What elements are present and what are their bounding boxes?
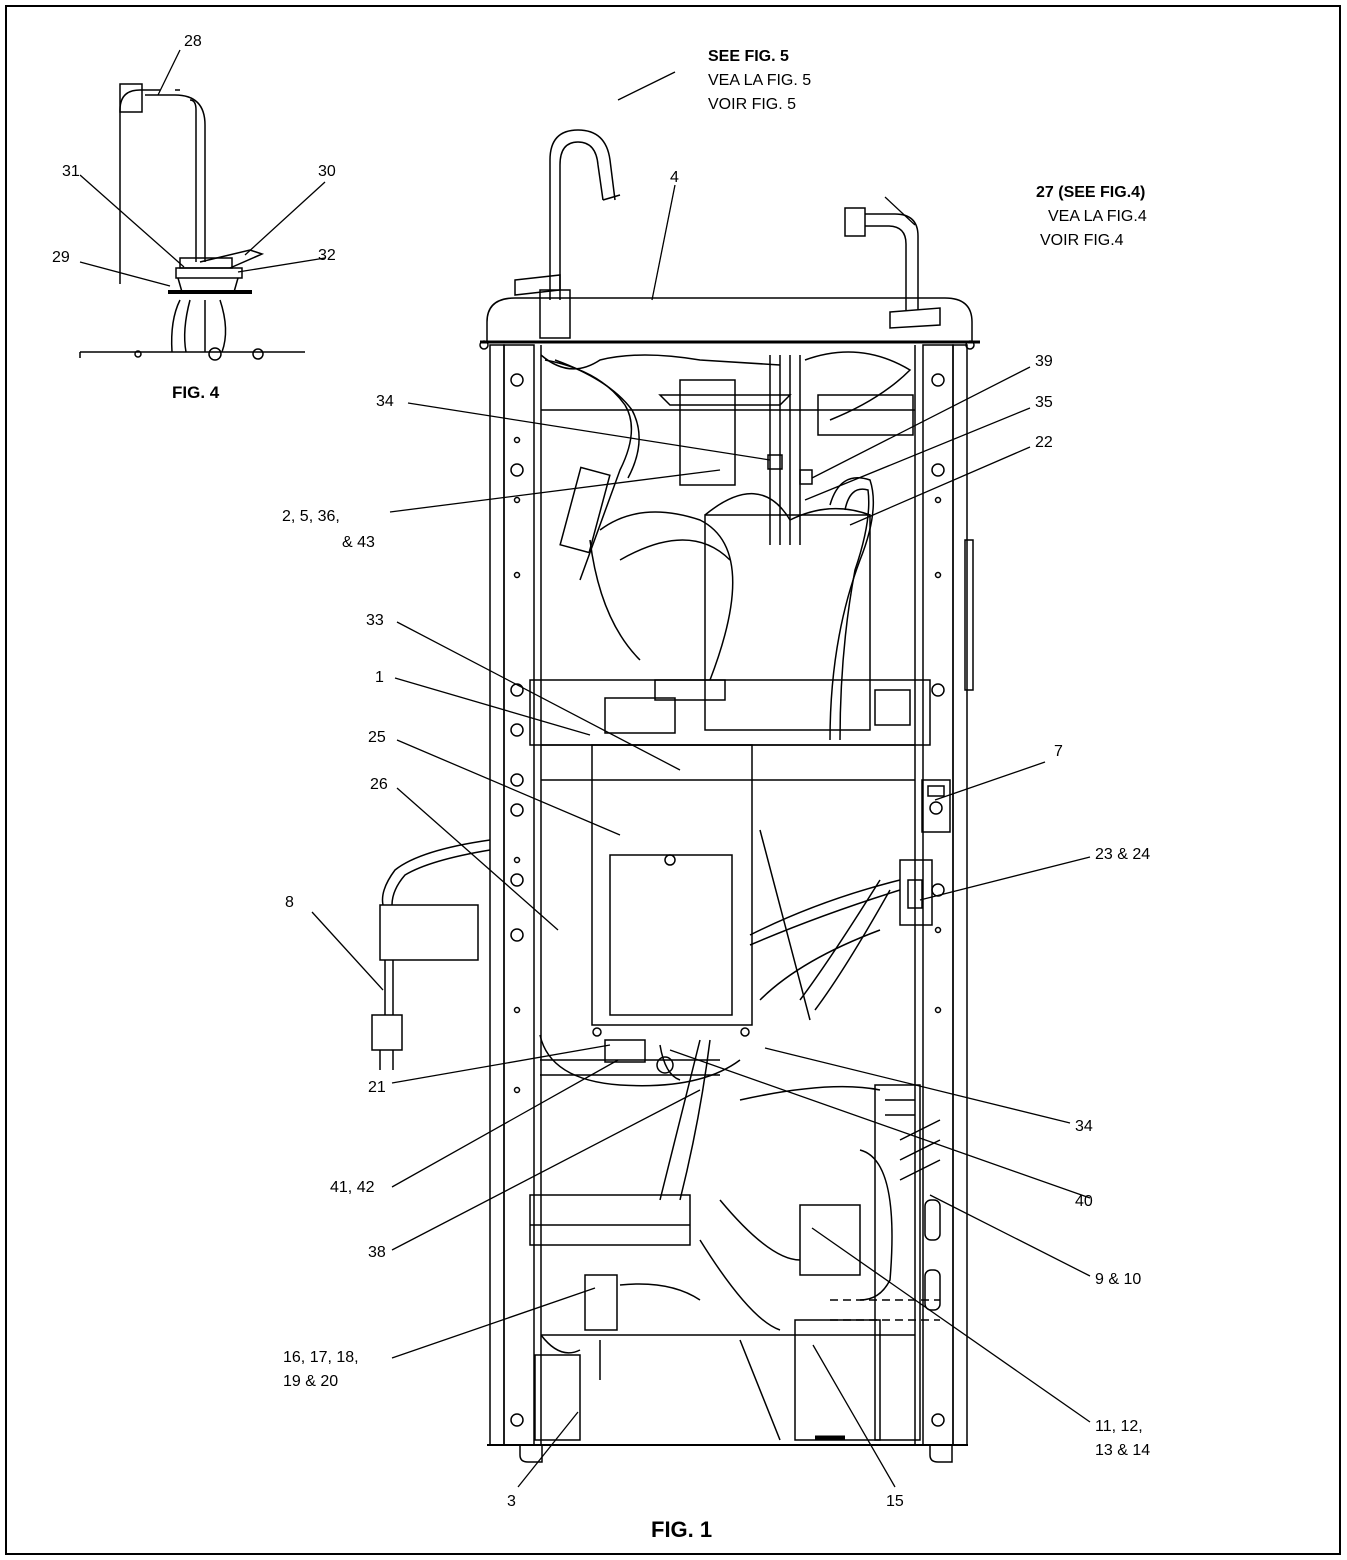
see-fig4-fr: VOIR FIG.4 bbox=[1040, 232, 1124, 249]
callout-11-12: 11, 12, bbox=[1095, 1418, 1143, 1435]
callout-33: 33 bbox=[366, 612, 384, 629]
callout-31: 31 bbox=[62, 163, 80, 180]
cabinet-drawing bbox=[371, 129, 980, 1463]
callout-39: 39 bbox=[1035, 353, 1053, 370]
callout-40: 40 bbox=[1075, 1193, 1093, 1210]
callout-43: & 43 bbox=[342, 534, 375, 551]
callout-34-upper: 34 bbox=[376, 393, 394, 410]
see-fig5-es: VEA LA FIG. 5 bbox=[708, 72, 812, 89]
callout-21: 21 bbox=[368, 1079, 386, 1096]
drawing-frame bbox=[5, 5, 1341, 1555]
callout-29: 29 bbox=[52, 249, 70, 266]
callout-16-17-18: 16, 17, 18, bbox=[283, 1349, 359, 1366]
callout-41-42: 41, 42 bbox=[330, 1179, 375, 1196]
callout-15: 15 bbox=[886, 1493, 904, 1510]
fig4-inset-drawing bbox=[79, 83, 305, 361]
callout-22: 22 bbox=[1035, 434, 1053, 451]
see-fig4-es: VEA LA FIG.4 bbox=[1048, 208, 1147, 225]
callout-8: 8 bbox=[285, 894, 294, 911]
leader-lines bbox=[79, 49, 1091, 1488]
callout-3: 3 bbox=[507, 1493, 516, 1510]
fig4-caption: FIG. 4 bbox=[172, 383, 220, 402]
callout-35: 35 bbox=[1035, 394, 1053, 411]
callout-4: 4 bbox=[670, 169, 679, 186]
callout-13-14: 13 & 14 bbox=[1095, 1442, 1151, 1459]
callout-7: 7 bbox=[1054, 743, 1063, 760]
callout-1: 1 bbox=[375, 669, 384, 686]
callout-32: 32 bbox=[318, 247, 336, 264]
see-fig5-fr: VOIR FIG. 5 bbox=[708, 96, 797, 113]
callout-28: 28 bbox=[184, 33, 202, 50]
callout-23-24: 23 & 24 bbox=[1095, 846, 1151, 863]
callout-26: 26 bbox=[370, 776, 388, 793]
see-fig4-en: 27 (SEE FIG.4) bbox=[1036, 184, 1146, 201]
callout-9-10: 9 & 10 bbox=[1095, 1271, 1142, 1288]
see-fig5-en: SEE FIG. 5 bbox=[708, 48, 789, 65]
callout-25: 25 bbox=[368, 729, 386, 746]
callout-34-lower: 34 bbox=[1075, 1118, 1093, 1135]
fig1-caption: FIG. 1 bbox=[651, 1517, 713, 1542]
callout-2-5-36: 2, 5, 36, bbox=[282, 508, 340, 525]
callout-19-20: 19 & 20 bbox=[283, 1373, 339, 1390]
callout-38: 38 bbox=[368, 1244, 386, 1261]
callout-30: 30 bbox=[318, 163, 336, 180]
